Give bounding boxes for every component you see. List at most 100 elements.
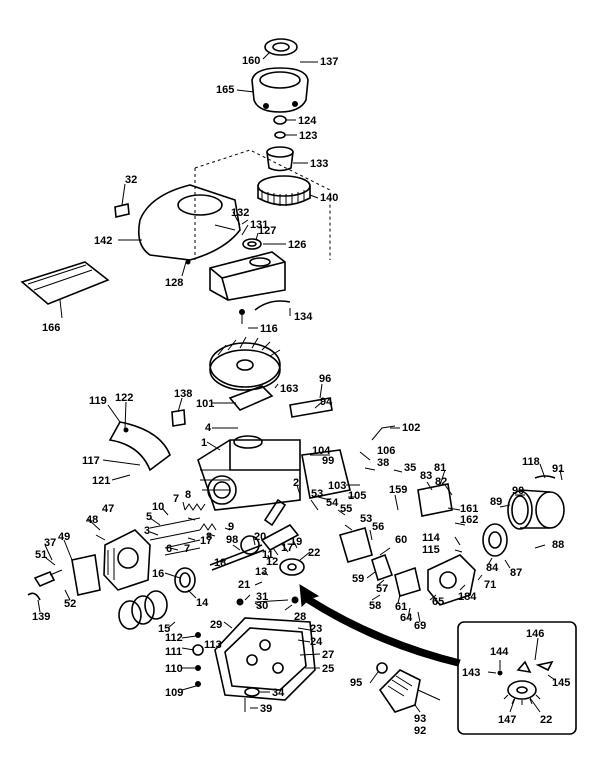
label-61: 61: [395, 601, 407, 613]
label-101: 101: [196, 398, 214, 410]
label-32: 32: [125, 174, 137, 186]
fuel-line-134: [254, 300, 291, 311]
label-64: 64: [400, 612, 413, 624]
label-49: 49: [58, 531, 70, 543]
label-13: 13: [255, 566, 267, 578]
valve-parts: [149, 517, 201, 556]
label-23: 23: [310, 623, 322, 635]
ignition-module: [228, 385, 274, 411]
label-162: 162: [460, 514, 478, 526]
label-89: 89: [490, 496, 502, 508]
label-165: 165: [216, 84, 234, 96]
label-118: 118: [522, 456, 540, 468]
bracket-83: [417, 483, 453, 517]
label-3: 3: [144, 525, 150, 537]
label-19: 19: [290, 536, 302, 548]
label-110: 110: [165, 663, 183, 675]
connecting-rod: [263, 498, 287, 527]
label-14: 14: [196, 597, 209, 609]
label-131: 131: [250, 219, 268, 231]
detail-inset-box: [457, 621, 577, 735]
label-51: 51: [35, 549, 47, 561]
label-10: 10: [152, 501, 164, 513]
bracket-49: [71, 554, 101, 596]
label-106: 106: [377, 445, 395, 457]
label-39: 39: [260, 703, 272, 715]
label-122: 122: [115, 392, 133, 404]
label-15: 15: [158, 623, 170, 635]
label-65: 65: [432, 596, 444, 608]
label-98: 98: [226, 534, 238, 546]
label-95: 95: [350, 677, 362, 689]
label-56: 56: [372, 521, 384, 533]
label-30: 30: [256, 600, 268, 612]
baffle-117: [108, 421, 171, 472]
label-83: 83: [420, 470, 432, 482]
label-20: 20: [254, 531, 266, 543]
label-31: 31: [256, 591, 268, 603]
label-137: 137: [320, 56, 338, 68]
label-71: 71: [484, 579, 496, 591]
label-90: 90: [512, 485, 524, 497]
label-146: 146: [526, 628, 544, 640]
label-91: 91: [552, 463, 564, 475]
label-17b: 17: [281, 542, 293, 554]
label-109: 109: [165, 687, 183, 699]
manual-166: [20, 261, 110, 305]
label-1: 1: [201, 437, 207, 449]
gear-22: [279, 558, 305, 576]
spring-102: [371, 425, 396, 441]
label-134: 134: [294, 311, 313, 323]
filter-element-140: [257, 175, 311, 206]
bracket-94: [289, 397, 333, 418]
label-7a: 7: [173, 493, 179, 505]
label-69: 69: [414, 620, 426, 632]
plug-95: [376, 662, 388, 674]
label-2: 2: [293, 477, 299, 489]
label-22b: 22: [540, 714, 552, 726]
label-144: 144: [490, 646, 509, 658]
cap-127-126: [242, 238, 262, 250]
screw-116: [239, 309, 245, 324]
label-121: 121: [92, 475, 110, 487]
callout-labels: 160 137 165 124 123 133 140 32 131 132 1…: [32, 55, 570, 737]
valve-springs: [184, 503, 217, 531]
label-138: 138: [174, 388, 192, 400]
label-28: 28: [294, 611, 306, 623]
cup-133: [266, 146, 294, 172]
label-47: 47: [102, 503, 114, 515]
label-160: 160: [242, 55, 260, 67]
label-104: 104: [312, 445, 331, 457]
governor-parts: [339, 527, 421, 598]
label-38: 38: [377, 457, 389, 469]
label-111: 111: [165, 646, 182, 658]
label-11: 11: [262, 549, 274, 561]
label-21: 21: [238, 579, 250, 591]
label-48: 48: [86, 514, 98, 526]
label-93: 93: [414, 713, 426, 725]
label-22: 22: [308, 547, 320, 559]
label-94: 94: [320, 396, 333, 408]
label-126: 126: [288, 239, 306, 251]
label-184: 184: [458, 591, 477, 603]
label-60: 60: [395, 534, 407, 546]
label-7b: 7: [184, 543, 190, 555]
label-5: 5: [146, 511, 152, 523]
label-96: 96: [319, 373, 331, 385]
label-37: 37: [44, 537, 56, 549]
spark-plug: [33, 569, 63, 588]
label-29: 29: [210, 619, 222, 631]
label-127: 127: [258, 225, 276, 237]
label-27: 27: [322, 649, 334, 661]
label-103: 103: [328, 480, 346, 492]
crankshaft: [209, 523, 300, 571]
label-143: 143: [462, 667, 480, 679]
label-16: 16: [152, 568, 164, 580]
label-9: 9: [228, 521, 234, 533]
label-88: 88: [552, 539, 564, 551]
label-53b: 53: [360, 513, 372, 525]
label-8a: 8: [185, 489, 191, 501]
blower-housing-top: [251, 67, 309, 113]
